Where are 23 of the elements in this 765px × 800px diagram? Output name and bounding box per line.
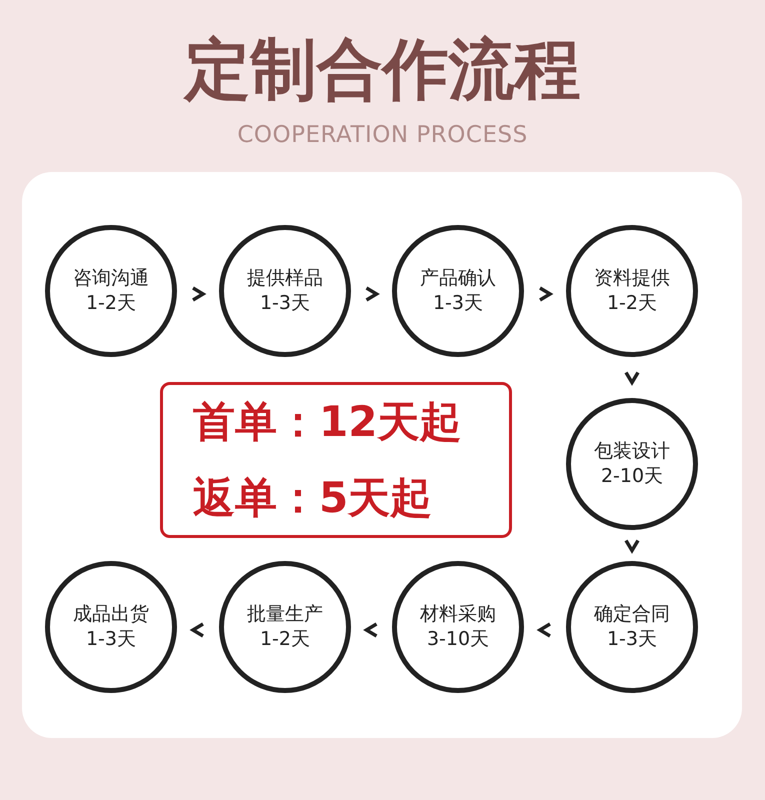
step-text: 3-10天 [426,627,490,652]
step-text: 1-3天 [86,627,136,652]
step-text: 包装设计 [594,439,670,464]
step-text: 资料提供 [594,266,670,291]
lead-time-text: 首单：12天起 [193,396,462,448]
step-text: 1-3天 [606,627,658,652]
step-text: 1-3天 [432,291,484,316]
step-text: 咨询沟通 [73,266,149,291]
step-text: 成品出货 [73,602,149,627]
step-text: 材料采购 [420,602,496,627]
step-text: 提供样品 [247,266,323,291]
lead-time-box [160,382,512,538]
step-text: 产品确认 [420,266,496,291]
step-text: 2-10天 [600,464,664,489]
title: 定制合作流程 [182,30,582,110]
step-text: 1-3天 [260,291,310,316]
step-text: 批量生产 [247,602,323,627]
step-text: 1-2天 [260,627,310,652]
subtitle: COOPERATION PROCESS [236,122,529,148]
step-text: 1-2天 [86,291,136,316]
step-text: 确定合同 [594,602,670,627]
step-text: 1-2天 [606,291,658,316]
lead-time-text: 返单：5天起 [193,472,434,524]
